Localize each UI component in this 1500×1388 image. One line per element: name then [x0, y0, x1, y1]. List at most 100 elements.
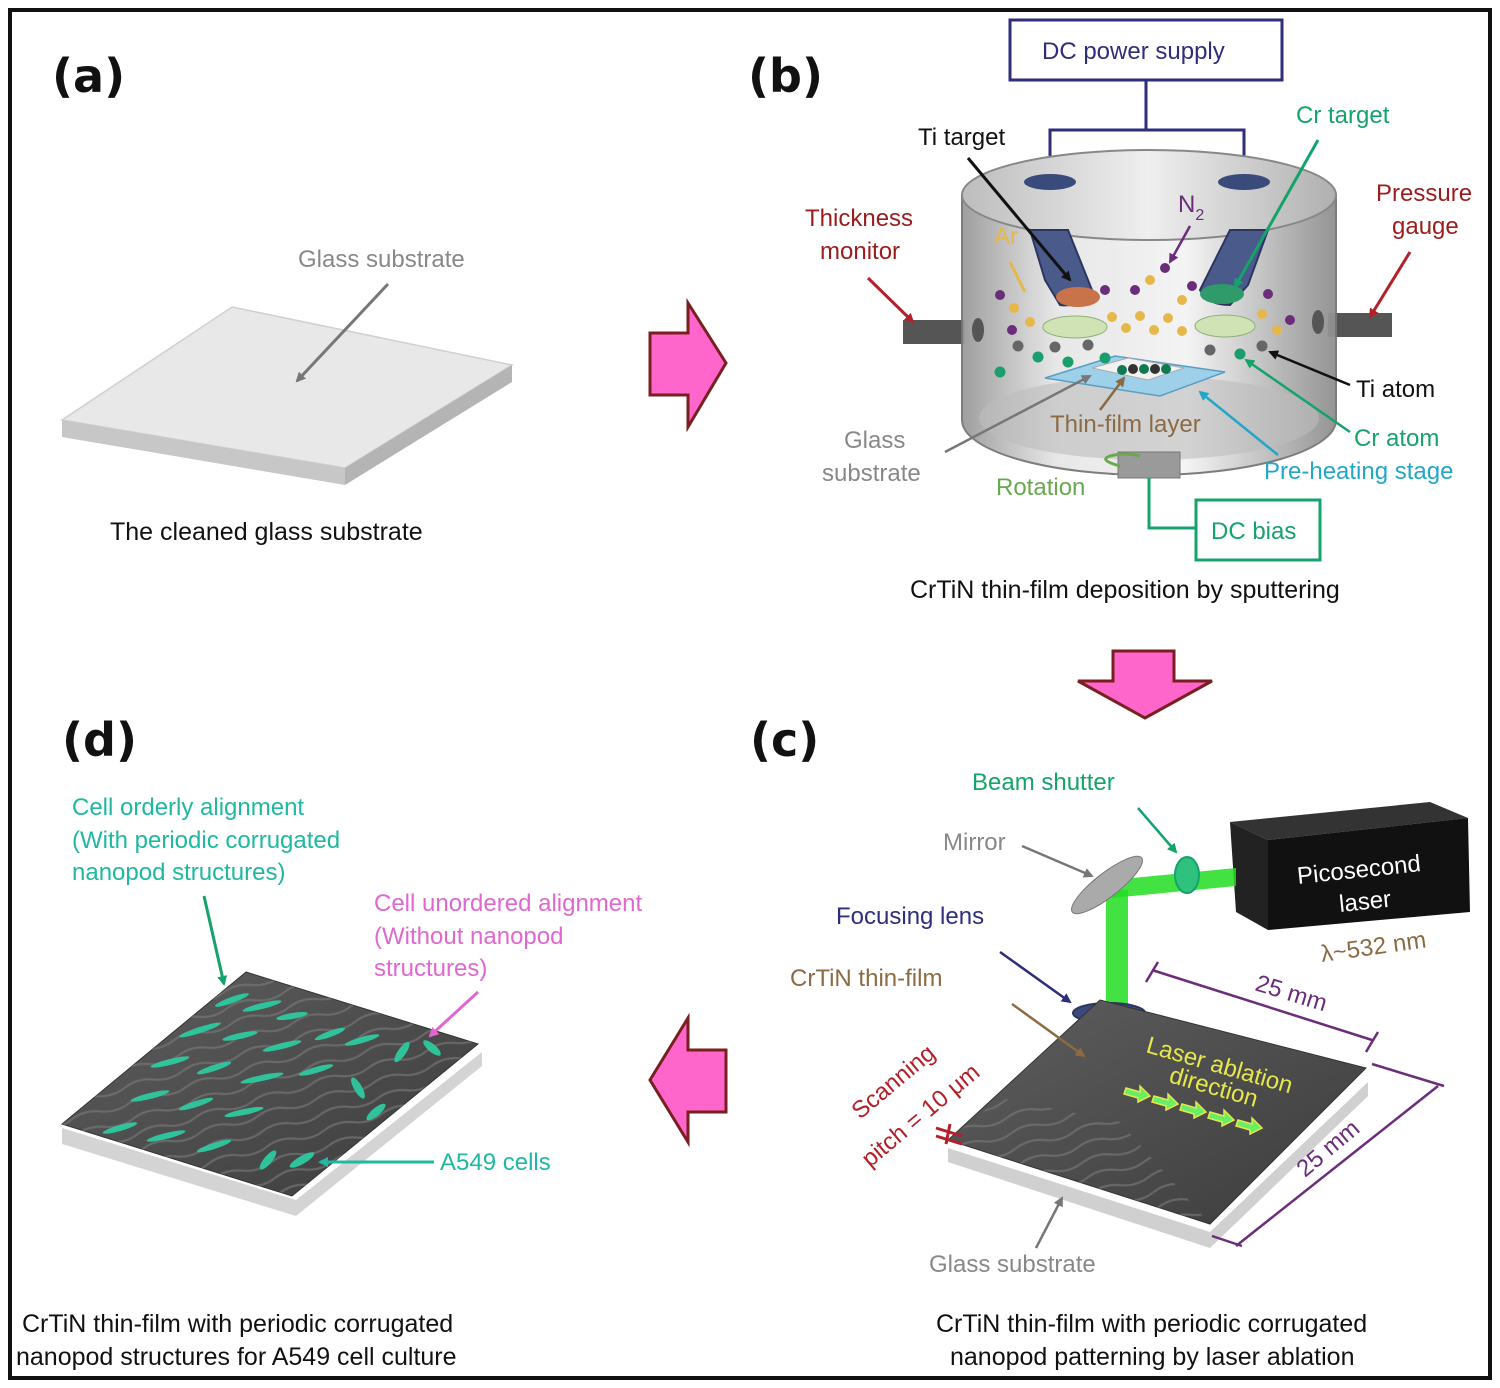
chamber-lid — [961, 149, 1337, 241]
ti-target-arrow — [966, 157, 1072, 282]
glass-substrate-c-edge — [948, 1082, 1368, 1248]
laser-label-2: laser — [1338, 886, 1393, 918]
thickness-monitor-label-1: Thickness — [805, 205, 913, 232]
laser-beam-vertical — [1106, 890, 1128, 1008]
ti-atom-label: Ti atom — [1356, 376, 1435, 403]
ti-target-label: Ti target — [918, 124, 1005, 151]
panel-b-letter: (b) — [748, 49, 823, 103]
arrow-right-a-to-b — [648, 297, 728, 433]
dc-power-wire — [1048, 80, 1148, 178]
dc-bias-label: DC bias — [1211, 518, 1296, 545]
pressure-gauge-label-1: Pressure — [1376, 180, 1472, 207]
preheating-stage-arrow — [1198, 390, 1279, 456]
glass-slab-edge-left — [62, 420, 345, 485]
beam-shutter — [1174, 856, 1200, 894]
ablation-direction-arrows — [1123, 1084, 1264, 1136]
glass-substrate-c-label: Glass substrate — [929, 1251, 1096, 1278]
thin-film-label: Thin-film layer — [1050, 411, 1201, 438]
glass-substrate-b-label-1: Glass — [844, 427, 905, 454]
panel-c-caption-1: CrTiN thin-film with periodic corrugated — [936, 1310, 1367, 1338]
panel-a-caption: The cleaned glass substrate — [110, 518, 423, 546]
panel-d: (d) — [16, 713, 642, 1371]
ti-atom-arrow — [1268, 350, 1351, 387]
glass-substrate-d-edge — [62, 1052, 482, 1216]
laser-box-side — [1268, 818, 1470, 930]
unordered-label-2: (Without nanopod — [374, 923, 563, 950]
sputtered-particles — [994, 263, 1295, 378]
beam-shutter-label: Beam shutter — [972, 769, 1115, 796]
glass-substrate-label: Glass substrate — [298, 246, 465, 273]
dc-bias-box — [1194, 498, 1322, 562]
cr-target-arrow — [1233, 139, 1320, 289]
dim-right-tick-2 — [1211, 1234, 1243, 1248]
thickness-monitor-label-2: monitor — [820, 238, 900, 265]
ordered-label-3: nanopod structures) — [72, 859, 285, 886]
rotation-label: Rotation — [996, 474, 1085, 501]
unordered-label-1: Cell unordered alignment — [374, 890, 642, 917]
thickness-monitor-arrow — [866, 276, 915, 324]
crtin-film-d-texture — [62, 972, 478, 1196]
panel-b-caption: CrTiN thin-film deposition by sputtering — [910, 576, 1340, 604]
panel-a-letter: (a) — [52, 49, 125, 103]
crtin-film-arrow — [1011, 1002, 1086, 1058]
rotation-shaft — [1117, 451, 1181, 479]
panel-b: (b) DC power supply D — [748, 18, 1472, 604]
unordered-label-3: structures) — [374, 955, 487, 982]
laser-box-top — [1230, 802, 1468, 840]
ar-arrow — [1008, 261, 1027, 293]
glass-substrate-b-label-2: substrate — [822, 460, 921, 487]
arrow-down-b-to-c — [1077, 649, 1213, 720]
focusing-lens-arrow — [999, 950, 1072, 1004]
mirror-label: Mirror — [943, 829, 1006, 856]
glass-substrate-b-arrow — [944, 374, 1092, 454]
pressure-gauge-label-2: gauge — [1392, 213, 1459, 240]
dc-bias-wire — [1147, 478, 1196, 530]
chamber-floor — [979, 376, 1319, 460]
chamber-window-left — [972, 318, 984, 342]
arrow-left-c-to-d — [648, 1012, 728, 1148]
rotation-arrow — [1104, 452, 1141, 468]
glass-slab-edge-right — [345, 365, 512, 485]
cr-target-label: Cr target — [1296, 102, 1390, 129]
dc-power-supply-label: DC power supply — [1042, 38, 1225, 65]
panel-d-caption-1: CrTiN thin-film with periodic corrugated — [22, 1310, 453, 1338]
crtin-film-c-texture — [948, 1098, 1210, 1224]
panel-a: (a) Glass substrate The cleaned glass su… — [52, 49, 514, 546]
thickness-monitor-port — [903, 320, 965, 344]
panel-c-letter: (c) — [750, 713, 819, 767]
ar-label: Ar — [994, 223, 1018, 250]
glass-substrate-c-arrow — [1034, 1196, 1064, 1249]
preheating-stage-label: Pre-heating stage — [1264, 458, 1453, 485]
beam-shutter-arrow — [1137, 807, 1178, 854]
pressure-gauge-port — [1328, 313, 1392, 337]
dim-right-tick-1 — [1371, 1062, 1445, 1088]
dim-right-line — [1235, 1085, 1439, 1247]
laser-box-front — [1230, 822, 1268, 930]
plasma-left — [1042, 315, 1108, 339]
mirror — [1071, 855, 1143, 915]
unordered-arrow — [428, 990, 480, 1038]
dim-top-line — [1151, 968, 1373, 1042]
n2-arrow — [1168, 225, 1192, 264]
focusing-lens-label: Focusing lens — [836, 903, 984, 930]
cr-atom-label: Cr atom — [1354, 425, 1439, 452]
chamber-window-right — [1312, 310, 1324, 334]
ti-target-face — [1056, 287, 1100, 307]
thin-film-arrow — [1099, 376, 1126, 411]
laser-beam-horizontal — [1112, 868, 1236, 898]
ti-target-electrode — [1024, 174, 1076, 190]
mirror-arrow — [1021, 844, 1094, 878]
scanning-pitch-marker — [935, 1123, 963, 1146]
ordered-label-1: Cell orderly alignment — [72, 794, 304, 821]
dim-top-tick-2 — [1364, 1031, 1380, 1053]
pressure-gauge-arrow — [1368, 251, 1412, 319]
dc-power-supply-box — [1008, 18, 1284, 82]
a549-cells — [102, 993, 441, 1170]
ordered-arrow — [202, 895, 228, 986]
panel-d-letter: (d) — [62, 713, 137, 767]
ordered-label-2: (With periodic corrugated — [72, 827, 340, 854]
plasma-right — [1194, 314, 1256, 338]
a549-label: A549 cells — [440, 1149, 551, 1176]
crtin-film-label: CrTiN thin-film — [790, 965, 942, 992]
